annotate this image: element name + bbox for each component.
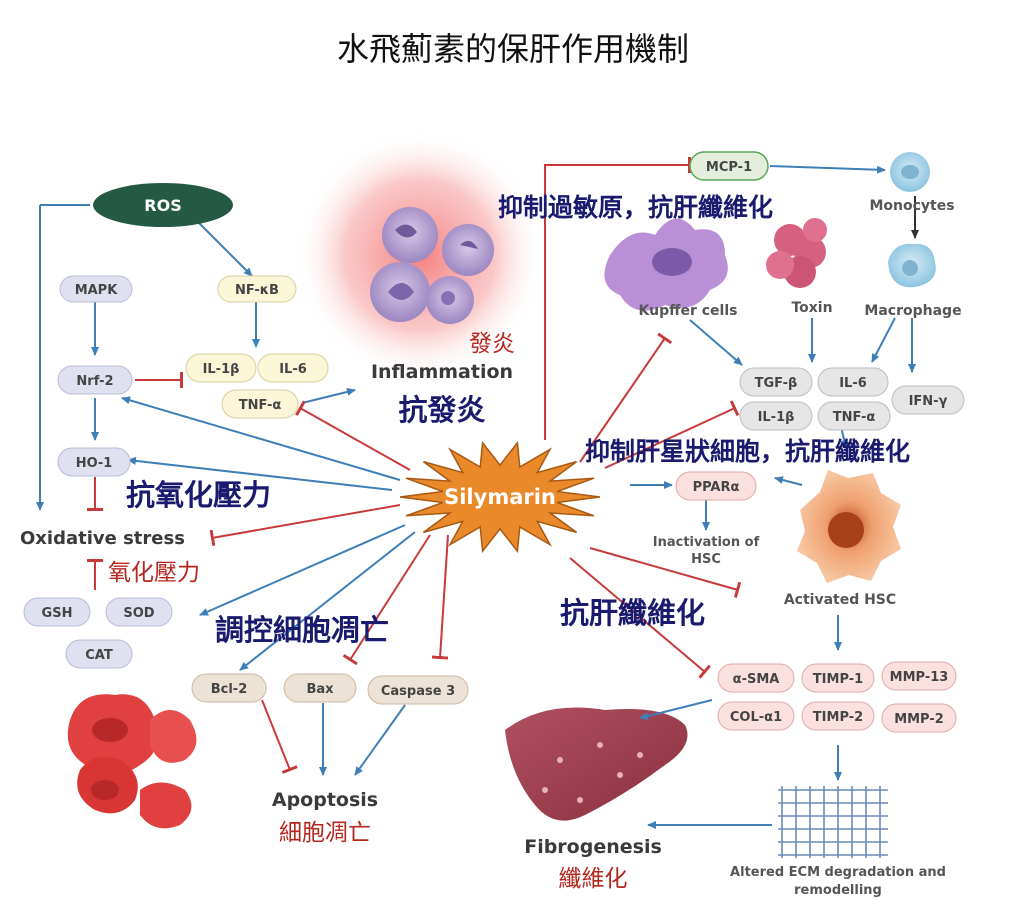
silymarin-center: Silymarin: [399, 440, 601, 554]
node-cat: CAT: [65, 639, 133, 669]
annotation-fibrogenesis-cn: 纖維化: [559, 866, 628, 892]
red-blood-cells-illustration: [67, 694, 197, 829]
ros-label: ROS: [144, 196, 181, 215]
il1b-left-label: IL-1β: [203, 362, 240, 377]
il1b-right-label: IL-1β: [758, 410, 795, 425]
nrf2-label: Nrf-2: [76, 374, 113, 389]
ho1-label: HO-1: [76, 456, 113, 471]
macrophage-label: Macrophage: [864, 303, 961, 319]
node-timp2: TIMP-2: [801, 701, 875, 731]
toxin-illustration: [766, 218, 827, 288]
node-sod: SOD: [105, 597, 173, 627]
annotation-oxidative-cn: 氧化壓力: [108, 560, 200, 586]
caspase3-label: Caspase 3: [381, 684, 455, 699]
activated-hsc-illustration: [797, 470, 901, 583]
node-caspase3: Caspase 3: [367, 675, 469, 705]
il6-right-label: IL-6: [839, 376, 867, 391]
node-bax: Bax: [283, 673, 357, 703]
annotation-anti-inflammation: 抗發炎: [398, 393, 485, 427]
liver-illustration: [505, 707, 688, 821]
ecm-label-line1: Altered ECM degradation and: [730, 865, 946, 880]
inactivation-hsc-line2: HSC: [691, 552, 721, 567]
tnfa-right-label: TNF-α: [833, 410, 876, 425]
monocytes-label: Monocytes: [869, 198, 954, 214]
annotation-anti-fibrosis: 抗肝纖維化: [560, 596, 705, 630]
node-nrf2: Nrf-2: [57, 365, 133, 395]
node-tnfa-right: TNF-α: [817, 401, 891, 431]
tgfb-label: TGF-β: [755, 376, 798, 391]
node-ifng: IFN-γ: [891, 385, 965, 415]
node-ros: ROS: [93, 183, 233, 227]
annotation-anti-hsc: 抑制肝星狀細胞，抗肝纖維化: [585, 437, 910, 466]
tnfa-left-label: TNF-α: [239, 398, 282, 413]
oxidative-stress-label: Oxidative stress: [20, 528, 185, 549]
mapk-label: MAPK: [75, 283, 119, 298]
macrophage-illustration: [888, 243, 936, 288]
toxin-label: Toxin: [791, 300, 832, 316]
monocyte-illustration: [890, 152, 930, 192]
annotation-anti-oxidative: 抗氧化壓力: [126, 478, 271, 512]
fibrogenesis-label: Fibrogenesis: [524, 836, 662, 858]
il6-left-label: IL-6: [279, 362, 307, 377]
node-tgfb: TGF-β: [739, 367, 813, 397]
activated-hsc-label: Activated HSC: [784, 592, 896, 608]
apoptosis-label: Apoptosis: [272, 789, 378, 811]
sod-label: SOD: [123, 606, 154, 621]
ecm-label-line2: remodelling: [794, 883, 882, 898]
annotation-inflammation-cn: 發炎: [469, 331, 515, 357]
node-il1b-right: IL-1β: [739, 401, 813, 431]
node-mapk: MAPK: [59, 275, 133, 303]
node-mmp2: MMP-2: [881, 703, 957, 733]
bcl2-label: Bcl-2: [211, 682, 248, 697]
timp2-label: TIMP-2: [813, 710, 863, 725]
node-il6-right: IL-6: [817, 367, 889, 397]
inflammation-label: Inflammation: [371, 361, 513, 383]
annotation-apoptosis-cn: 細胞凋亡: [279, 820, 371, 846]
annotation-anti-allergen: 抑制過敏原，抗肝纖維化: [498, 193, 773, 222]
node-asma: α-SMA: [717, 663, 795, 693]
asma-label: α-SMA: [733, 672, 780, 687]
kupffer-label: Kupffer cells: [639, 303, 738, 319]
node-gsh: GSH: [23, 597, 91, 627]
mmp13-label: MMP-13: [890, 670, 949, 685]
nfkb-label: NF-κB: [235, 283, 279, 298]
connectors: [36, 157, 919, 829]
node-ho1: HO-1: [57, 447, 131, 477]
node-tnfa-left: TNF-α: [221, 389, 299, 419]
node-bcl2: Bcl-2: [191, 673, 267, 703]
node-nfkb: NF-κB: [217, 275, 297, 303]
node-timp1: TIMP-1: [801, 663, 875, 693]
mcp1-label: MCP-1: [706, 160, 752, 175]
mmp2-label: MMP-2: [894, 712, 944, 727]
page-title: 水飛薊素的保肝作用機制: [337, 30, 689, 68]
kupffer-cell-illustration: [604, 218, 728, 311]
cola1-label: COL-α1: [730, 710, 782, 725]
node-mmp13: MMP-13: [881, 661, 957, 691]
gsh-label: GSH: [42, 606, 73, 621]
inflammatory-cells-illustration: [370, 207, 494, 324]
ppara-label: PPARα: [693, 480, 740, 495]
inactivation-hsc-line1: Inactivation of: [653, 535, 760, 550]
cat-label: CAT: [85, 648, 113, 663]
node-il1b-left: IL-1β: [185, 353, 257, 383]
node-cola1: COL-α1: [717, 701, 795, 731]
node-ppara: PPARα: [675, 471, 757, 501]
annotation-regulate-apoptosis: 調控細胞凋亡: [215, 613, 389, 647]
timp1-label: TIMP-1: [813, 672, 863, 687]
ifng-label: IFN-γ: [909, 394, 948, 409]
ecm-grid-illustration: [778, 786, 888, 858]
node-mcp1: MCP-1: [689, 151, 769, 181]
bax-label: Bax: [306, 682, 334, 697]
node-il6-left: IL-6: [257, 353, 329, 383]
silymarin-label: Silymarin: [444, 485, 556, 509]
